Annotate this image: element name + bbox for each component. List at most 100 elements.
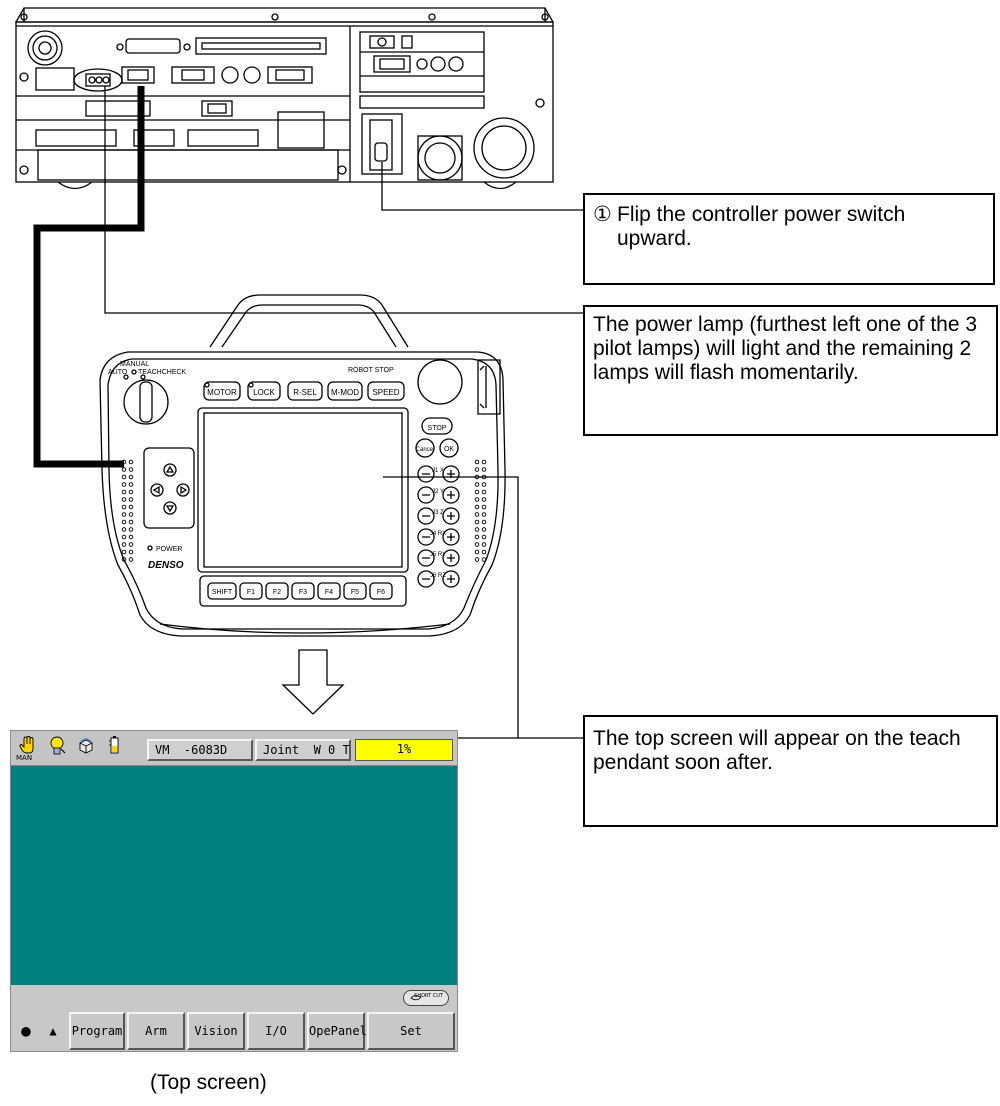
- down-arrow: [281, 649, 345, 715]
- key-f2: F2: [273, 589, 281, 596]
- hand-icon[interactable]: [19, 735, 37, 757]
- axis-label-1: J1 X: [432, 468, 444, 474]
- robot-controller: [14, 7, 555, 190]
- figure-caption: (Top screen): [150, 1071, 267, 1094]
- grip-dot: [474, 542, 480, 547]
- callout-power-lamp-text: The power lamp (furthest left one of the…: [593, 313, 978, 384]
- workpiece-box-icon[interactable]: [77, 735, 95, 757]
- key-cancel: Cancel: [416, 447, 435, 453]
- program-button[interactable]: Program: [69, 1012, 125, 1050]
- grip-dot: [128, 467, 134, 472]
- robot-stop-button: [417, 359, 463, 405]
- man-mode-label: MAN: [16, 754, 33, 762]
- teach-pendant: AUTO MANUAL TEACHCHECK MOTOR LOCK R-SEL …: [99, 294, 506, 637]
- grip-dot: [481, 549, 487, 555]
- step-1-marker: ①: [593, 203, 612, 226]
- key-motor: MOTOR: [207, 388, 237, 397]
- grip-dot: [474, 459, 480, 465]
- grip-dot: [481, 557, 487, 562]
- callout-top-screen: The top screen will appear on the teach …: [583, 715, 998, 827]
- key-lock: LOCK: [253, 388, 275, 397]
- grip-dot: [481, 519, 487, 525]
- grip-dot: [474, 497, 480, 502]
- key-speed: SPEED: [372, 388, 399, 397]
- grip-dot: [474, 512, 480, 517]
- shortcut-button[interactable]: SHORT CUT: [403, 990, 449, 1006]
- grip-dot: [121, 497, 127, 502]
- grip-dot: [481, 534, 487, 540]
- grip-dot: [474, 527, 480, 532]
- grip-dot: [121, 474, 127, 480]
- grip-dot: [481, 504, 487, 510]
- battery-icon[interactable]: [105, 735, 123, 757]
- grip-dot: [481, 512, 487, 517]
- axis-label-6: J6 RZ: [430, 573, 446, 579]
- grip-dot: [481, 489, 487, 495]
- grip-dot: [481, 482, 487, 487]
- grip-dot: [474, 489, 480, 495]
- grip-dot: [121, 542, 127, 547]
- grip-dot: [128, 549, 134, 555]
- grip-dot: [121, 459, 127, 465]
- key-m-mod: M-MOD: [331, 388, 359, 397]
- coordinate-mode-field[interactable]: Joint W 0 T 0: [255, 739, 364, 761]
- grip-dot: [121, 482, 127, 487]
- top-screen: MAN VM -6083D Joint W 0 T 0 1% SHORT CUT…: [10, 730, 458, 1052]
- grip-dots-right: [474, 459, 487, 562]
- grip-dot: [121, 489, 127, 495]
- grip-dot: [474, 519, 480, 525]
- callout-power-lamp: The power lamp (furthest left one of the…: [583, 305, 998, 436]
- grip-dot: [128, 489, 134, 495]
- leader-lines: [104, 86, 584, 739]
- grip-dot: [128, 497, 134, 502]
- robot-model-field[interactable]: VM -6083D: [147, 739, 253, 761]
- grip-dot: [121, 512, 127, 517]
- robot-stop-label: ROBOT STOP: [348, 367, 394, 374]
- callout-top-screen-text: The top screen will appear on the teach …: [593, 727, 961, 774]
- grip-dot: [481, 459, 487, 465]
- grip-dot: [128, 459, 134, 465]
- grip-dot: [474, 549, 480, 555]
- grip-dot: [474, 474, 480, 480]
- grip-dot: [128, 512, 134, 517]
- main-display-area: [11, 766, 457, 985]
- grip-dot: [121, 549, 127, 555]
- callout-power-switch-line2: upward.: [617, 227, 692, 250]
- axis-label-4: J4 RX: [430, 531, 446, 537]
- grip-dot: [121, 534, 127, 540]
- page-up-triangle-icon[interactable]: ▲: [49, 1024, 57, 1038]
- arm-button[interactable]: Arm: [127, 1012, 185, 1050]
- key-r-sel: R-SEL: [293, 388, 317, 397]
- io-button[interactable]: I/O: [247, 1012, 305, 1050]
- grip-dot: [481, 497, 487, 502]
- grip-dot: [128, 527, 134, 532]
- grip-dot: [121, 467, 127, 472]
- opepanel-button[interactable]: OpePanel: [307, 1012, 367, 1050]
- vision-button[interactable]: Vision: [187, 1012, 245, 1050]
- mode-manual-label: MANUAL: [120, 361, 149, 368]
- brand-label: DENSO: [148, 560, 184, 571]
- grip-dot: [128, 474, 134, 480]
- pendant-cable: [33, 86, 145, 468]
- grip-dot: [481, 467, 487, 472]
- grip-dot: [481, 527, 487, 532]
- grip-dot: [481, 542, 487, 547]
- axis-label-3: J3 Z: [432, 510, 444, 516]
- set-button[interactable]: Set: [367, 1012, 455, 1050]
- key-stop: STOP: [428, 425, 447, 432]
- axis-label-5: J5 RY: [430, 552, 446, 558]
- shortcut-label: SHORT CUT: [414, 993, 443, 999]
- record-dot-icon[interactable]: ●: [21, 1021, 31, 1040]
- grip-dot: [128, 504, 134, 510]
- speed-field[interactable]: 1%: [355, 739, 453, 761]
- grip-dot: [121, 519, 127, 525]
- lightbulb-icon[interactable]: [49, 735, 67, 757]
- grip-dot: [474, 557, 480, 562]
- shortcut-icon: [410, 995, 422, 1001]
- grip-dot: [474, 482, 480, 487]
- grip-dot: [474, 504, 480, 510]
- function-button-bar: ● ▲ Program Arm Vision I/O OpePanel Set: [11, 1011, 457, 1051]
- grip-dot: [128, 519, 134, 525]
- key-shift: SHIFT: [212, 589, 233, 596]
